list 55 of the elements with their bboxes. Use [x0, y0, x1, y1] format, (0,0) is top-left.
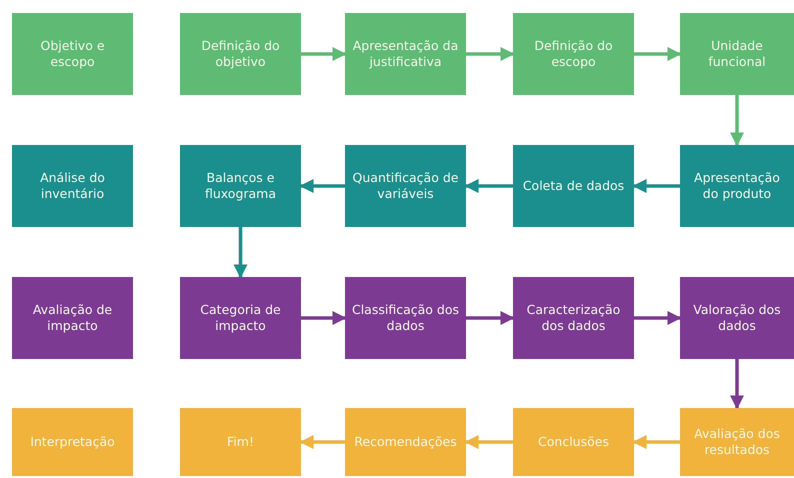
step-label: Avaliação de impacto [32, 302, 114, 334]
step-label: Classificação dos dados [351, 302, 460, 334]
step-label: Fim! [227, 434, 254, 450]
step-label: Recomendações [354, 434, 457, 450]
arrow [301, 47, 346, 61]
step-label: Caracterização dos dados [526, 302, 622, 334]
arrow [634, 311, 682, 325]
process-box [513, 408, 634, 476]
step-label: Definição do objetivo [200, 38, 281, 70]
process-box [513, 145, 634, 227]
process-box [12, 277, 133, 359]
arrow [466, 311, 514, 325]
step-label: Valoração dos dados [692, 302, 782, 334]
process-box [680, 408, 794, 476]
process-box [180, 277, 301, 359]
step-label: Categoria de impacto [199, 302, 282, 334]
arrow [464, 179, 513, 193]
process-box [12, 13, 133, 95]
process-box [12, 145, 133, 227]
arrow [300, 435, 345, 449]
process-box [180, 408, 301, 476]
process-box [345, 408, 466, 476]
process-box [513, 277, 634, 359]
arrow [234, 227, 248, 278]
step-label: Apresentação do produto [693, 170, 781, 202]
step-label: Quantificação de variáveis [352, 170, 460, 202]
step-label: Interpretação [30, 434, 115, 450]
process-box [345, 277, 466, 359]
process-box [345, 145, 466, 227]
process-box [180, 145, 301, 227]
step-label: Coleta de dados [522, 178, 624, 194]
arrow [634, 47, 682, 61]
step-label: Unidade funcional [707, 38, 767, 70]
process-box [513, 13, 634, 95]
step-label: Definição do escopo [533, 38, 614, 70]
step-label: Avaliação dos resultados [693, 426, 781, 458]
process-box [680, 277, 794, 359]
arrow [301, 311, 346, 325]
step-label: Conclusões [538, 434, 609, 450]
step-label: Análise do inventário [39, 170, 106, 202]
process-box [12, 408, 133, 476]
process-box [180, 13, 301, 95]
process-box [680, 13, 794, 95]
arrow [730, 95, 744, 146]
step-label: Balanços e fluxograma [204, 170, 278, 202]
process-box [680, 145, 794, 227]
step-label: Apresentação da justificativa [352, 38, 460, 70]
step-label: Objetivo e escopo [39, 38, 106, 70]
arrow [730, 359, 744, 410]
arrow [466, 47, 514, 61]
arrow [300, 179, 345, 193]
arrow [632, 179, 680, 193]
process-box [345, 13, 466, 95]
arrow [632, 435, 680, 449]
arrow [464, 435, 513, 449]
